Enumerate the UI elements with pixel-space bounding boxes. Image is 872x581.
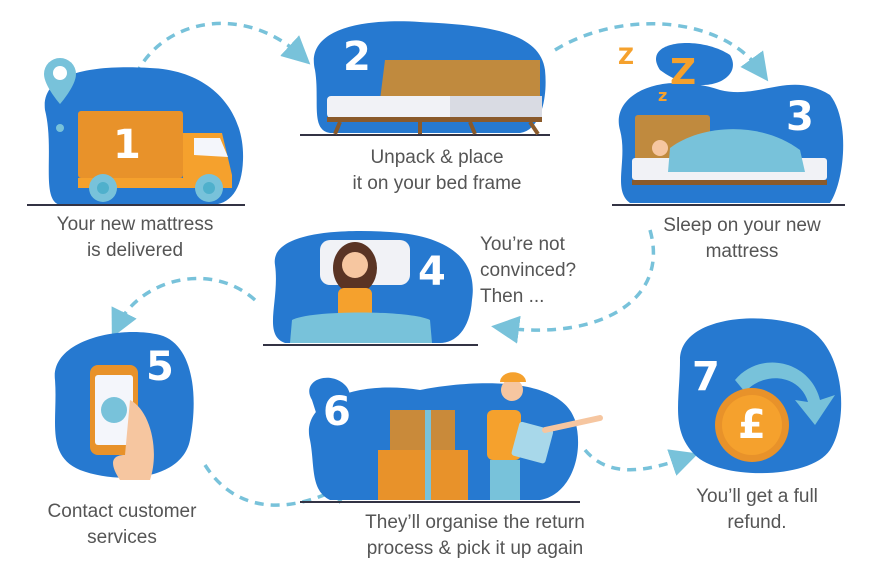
step-6-illustration <box>300 372 603 503</box>
sleep-z-tiny: z <box>658 86 668 105</box>
caption-line: You’ll get a full <box>696 486 818 507</box>
step-3-number: 3 <box>786 94 814 140</box>
step-2-caption: Unpack & place it on your bed frame <box>317 145 557 197</box>
step-1-number: 1 <box>113 122 141 168</box>
sleep-z-small: Z <box>618 45 634 70</box>
caption-line: services <box>87 527 157 548</box>
step-5-illustration <box>54 332 194 480</box>
caption-line: process & pick it up again <box>366 538 584 559</box>
step-2-number: 2 <box>343 34 371 80</box>
step-5-caption: Contact customer services <box>12 499 232 551</box>
step-6-caption: They’ll organise the return process & pi… <box>330 510 620 562</box>
step-1-illustration <box>27 58 245 206</box>
step-7-number: 7 <box>692 354 720 400</box>
step-3-illustration <box>612 43 845 206</box>
caption-line: Contact customer <box>47 501 197 522</box>
caption-line: They’ll organise the return <box>365 512 585 533</box>
step-5-number: 5 <box>146 344 174 390</box>
pound-symbol: £ <box>738 402 766 448</box>
caption-line: convinced? <box>480 260 577 281</box>
step-7-illustration <box>678 318 842 474</box>
caption-line: it on your bed frame <box>352 173 522 194</box>
step-4-illustration <box>263 230 478 346</box>
caption-line: Then ... <box>480 286 545 307</box>
caption-line: You’re not <box>480 234 565 255</box>
caption-line: refund. <box>727 512 787 533</box>
sleep-z-large: Z <box>670 52 697 93</box>
flow-arrows <box>111 21 769 507</box>
step-4-caption: You’re not convinced? Then ... <box>480 232 630 310</box>
step-3-caption: Sleep on your new mattress <box>632 213 852 265</box>
caption-line: mattress <box>705 241 779 262</box>
step-6-number: 6 <box>323 389 351 435</box>
step-2-illustration <box>300 21 550 136</box>
caption-line: Your new mattress <box>56 214 214 235</box>
step-7-caption: You’ll get a full refund. <box>657 484 857 536</box>
caption-line: Sleep on your new <box>663 215 821 236</box>
step-4-number: 4 <box>418 249 446 295</box>
caption-line: is delivered <box>86 240 184 261</box>
caption-line: Unpack & place <box>370 147 504 168</box>
step-1-caption: Your new mattress is delivered <box>25 212 245 264</box>
